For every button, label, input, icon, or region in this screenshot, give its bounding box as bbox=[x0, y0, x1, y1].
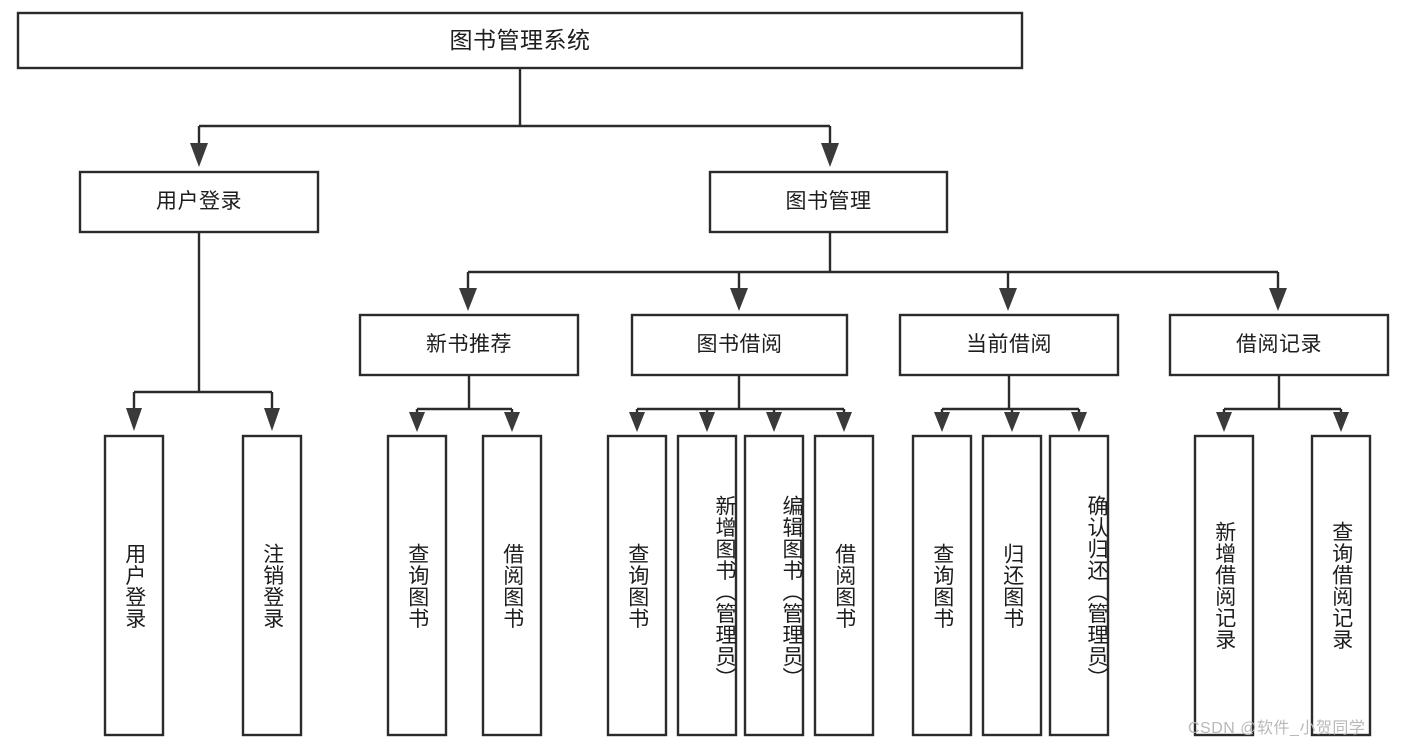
node-box-root[interactable] bbox=[16, 11, 1024, 70]
connector-group-borrow-record bbox=[1216, 375, 1349, 432]
node-box-leaf-query-book-2[interactable] bbox=[606, 434, 668, 737]
arrow-head-leaf-edit-book bbox=[766, 412, 782, 432]
node-box-borrow-record[interactable] bbox=[1168, 313, 1390, 377]
node-box-leaf-query-record[interactable] bbox=[1310, 434, 1372, 737]
connector-group-user-login bbox=[126, 232, 280, 431]
connector-group-root bbox=[190, 68, 839, 167]
arrow-head-leaf-query-book-1 bbox=[409, 412, 425, 432]
arrow-head-leaf-add-book bbox=[699, 412, 715, 432]
node-box-book-borrow[interactable] bbox=[630, 313, 849, 377]
node-box-leaf-return-book[interactable] bbox=[981, 434, 1043, 737]
node-box-new-book-rec[interactable] bbox=[358, 313, 580, 377]
node-box-leaf-borrow-book-1[interactable] bbox=[481, 434, 543, 737]
connector-group-book-borrow bbox=[629, 375, 852, 432]
connector-group-new-book-rec bbox=[409, 375, 520, 432]
node-box-leaf-query-book-1[interactable] bbox=[386, 434, 448, 737]
arrow-head-borrow-record bbox=[1269, 288, 1287, 311]
node-box-leaf-confirm-return[interactable] bbox=[1048, 434, 1110, 737]
node-box-leaf-add-book[interactable] bbox=[676, 434, 738, 737]
arrow-head-leaf-borrow-book-2 bbox=[836, 412, 852, 432]
node-box-leaf-add-record[interactable] bbox=[1193, 434, 1255, 737]
arrow-head-leaf-query-book-2 bbox=[629, 412, 645, 432]
arrow-head-leaf-query-book-3 bbox=[934, 412, 950, 432]
arrow-head-leaf-borrow-book-1 bbox=[504, 412, 520, 432]
arrow-head-leaf-add-record bbox=[1216, 412, 1232, 432]
node-box-book-manage[interactable] bbox=[708, 170, 949, 234]
node-box-leaf-edit-book[interactable] bbox=[743, 434, 805, 737]
arrow-head-book-borrow bbox=[730, 288, 748, 311]
node-box-leaf-borrow-book-2[interactable] bbox=[813, 434, 875, 737]
csdn-watermark: CSDN @软件_小贺同学 bbox=[1188, 720, 1366, 737]
arrow-head-leaf-return-book bbox=[1004, 412, 1020, 432]
arrow-head-user-login bbox=[190, 143, 208, 167]
arrow-head-leaf-user-login bbox=[126, 408, 142, 431]
arrow-head-leaf-confirm-return bbox=[1071, 412, 1087, 432]
arrow-head-leaf-query-record bbox=[1333, 412, 1349, 432]
node-box-leaf-user-logout[interactable] bbox=[241, 434, 303, 737]
connector-group-current-borrow bbox=[934, 375, 1087, 432]
arrow-head-new-book-rec bbox=[459, 288, 477, 311]
node-box-leaf-user-login[interactable] bbox=[103, 434, 165, 737]
connector-group-book-manage bbox=[459, 232, 1287, 311]
arrow-head-book-manage bbox=[821, 143, 839, 167]
node-box-current-borrow[interactable] bbox=[898, 313, 1120, 377]
node-box-user-login[interactable] bbox=[78, 170, 320, 234]
node-box-leaf-query-book-3[interactable] bbox=[911, 434, 973, 737]
arrow-head-current-borrow bbox=[999, 288, 1017, 311]
arrow-head-leaf-user-logout bbox=[264, 408, 280, 431]
